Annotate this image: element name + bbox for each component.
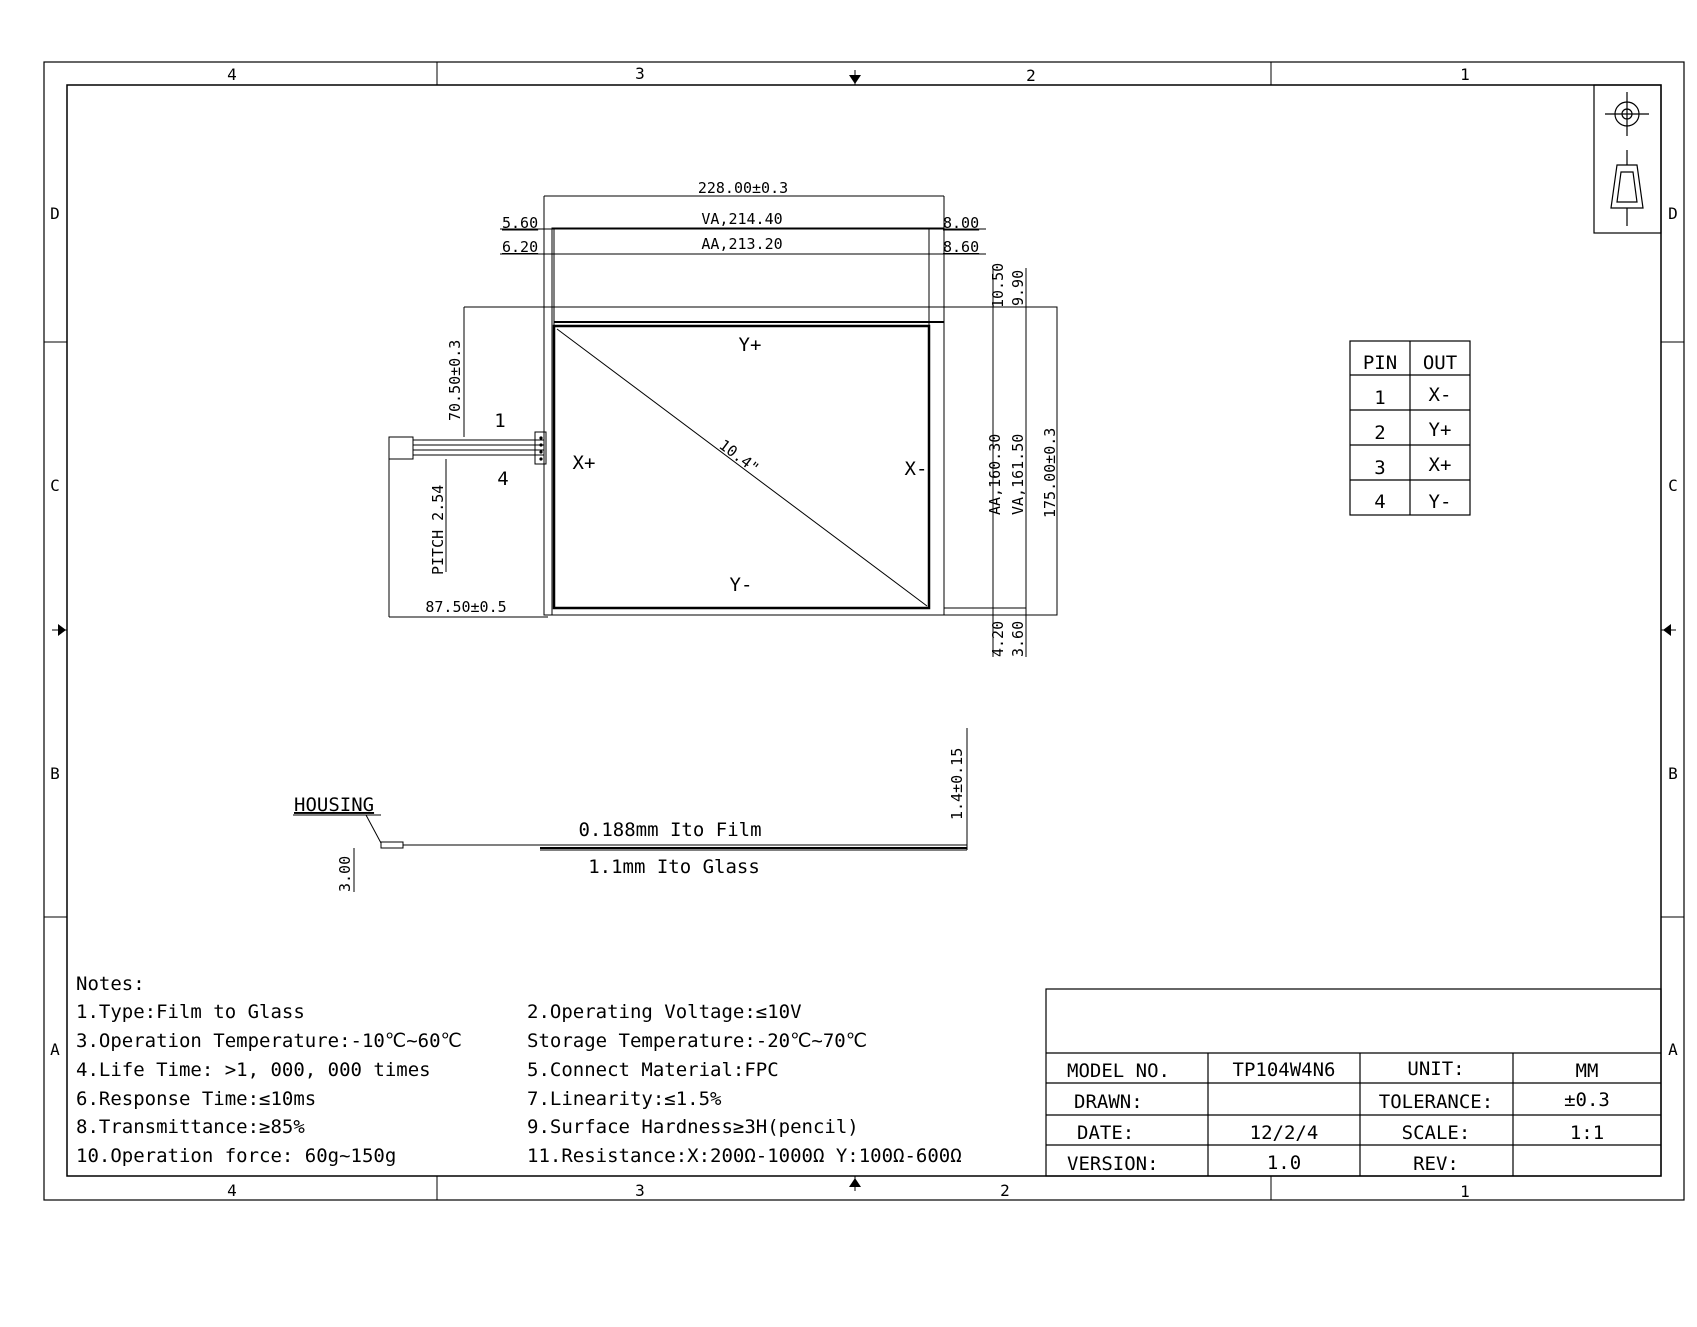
glass-label: 1.1mm Ito Glass: [588, 856, 760, 878]
electrode-y-plus: Y+: [739, 334, 762, 356]
dim-right-va-offset: 8.00: [943, 214, 979, 232]
drawing-frame: [43, 61, 1685, 1201]
pin-first-label: 1: [494, 410, 505, 432]
dim-tail-offset: 70.50±0.3: [446, 340, 464, 421]
note-item: 6.Response Time:≤10ms: [76, 1088, 316, 1110]
zone-row-left-1: D: [50, 204, 60, 223]
dim-thickness: 1.4±0.15: [948, 748, 966, 820]
pin-table-cell: 4: [1374, 491, 1385, 513]
title-block-label-model: MODEL NO.: [1067, 1060, 1170, 1082]
notes-title: Notes:: [76, 973, 145, 995]
dim-tail-height: 3.00: [336, 856, 354, 892]
zone-labels: 4 3 2 1 4 3 2 1 D C B A D C B A: [50, 64, 1678, 1201]
electrode-x-minus: X-: [905, 458, 928, 480]
projection-symbol-icon: [1593, 84, 1662, 234]
zone-col-top-4: 1: [1460, 65, 1470, 84]
note-item: 2.Operating Voltage:≤10V: [527, 1001, 802, 1023]
zone-col-bottom-4: 1: [1460, 1182, 1470, 1201]
note-item: 8.Transmittance:≥85%: [76, 1116, 305, 1138]
note-item: 7.Linearity:≤1.5%: [527, 1088, 722, 1110]
title-block-value-scale: 1:1: [1570, 1122, 1604, 1144]
pin-table-cell: X+: [1429, 454, 1452, 476]
pin-table-cell: 1: [1374, 387, 1385, 409]
title-block-value-unit: MM: [1576, 1060, 1599, 1082]
title-block-value-version: 1.0: [1267, 1152, 1301, 1174]
housing-label: HOUSING: [294, 794, 374, 816]
title-block-label-date: DATE:: [1077, 1122, 1134, 1144]
dim-left-aa-offset: 6.20: [502, 238, 538, 256]
pin-table-cell: X-: [1429, 384, 1452, 406]
dim-pitch: PITCH 2.54: [429, 485, 447, 575]
zone-row-right-1: D: [1668, 204, 1678, 223]
title-block-value-date: 12/2/4: [1250, 1122, 1319, 1144]
pin-table: PIN OUT 1 X- 2 Y+ 3 X+ 4 Y-: [1349, 340, 1471, 516]
dim-right-aa-offset: 8.60: [943, 238, 979, 256]
zone-row-right-3: B: [1668, 764, 1678, 783]
dim-left-va-offset: 5.60: [502, 214, 538, 232]
dim-aa-width: AA,213.20: [701, 235, 782, 253]
note-item: 4.Life Time: >1, 000, 000 times: [76, 1059, 431, 1081]
title-block-label-drawn: DRAWN:: [1074, 1091, 1143, 1113]
zone-row-left-3: B: [50, 764, 60, 783]
note-item: 9.Surface Hardness≥3H(pencil): [527, 1116, 859, 1138]
zone-row-left-2: C: [50, 476, 60, 495]
zone-row-right-4: A: [1668, 1040, 1678, 1059]
zone-col-bottom-3: 2: [1000, 1181, 1010, 1200]
title-block-label-rev: REV:: [1413, 1153, 1459, 1175]
zone-col-top-2: 3: [635, 64, 645, 83]
note-item: 5.Connect Material:FPC: [527, 1059, 779, 1081]
zone-col-top-1: 4: [227, 65, 237, 84]
title-block-label-scale: SCALE:: [1402, 1122, 1471, 1144]
title-block-value-tolerance: ±0.3: [1564, 1089, 1610, 1111]
side-view: HOUSING 0.188mm Ito Film 1.1mm Ito Glass…: [293, 728, 968, 892]
pin-table-cell: Y+: [1429, 419, 1452, 441]
pin-table-cell: 3: [1374, 457, 1385, 479]
note-item: 10.Operation force: 60g~150g: [76, 1145, 396, 1167]
zone-row-right-2: C: [1668, 476, 1678, 495]
dim-aa-height: AA,160.30: [986, 434, 1004, 515]
electrode-x-plus: X+: [573, 452, 596, 474]
title-block: MODEL NO. TP104W4N6 UNIT: MM DRAWN: TOLE…: [1045, 988, 1662, 1177]
pin-table-header-pin: PIN: [1363, 352, 1397, 374]
zone-col-bottom-1: 4: [227, 1181, 237, 1200]
diagonal-label: 10.4": [716, 436, 763, 478]
dim-va-height: VA,161.50: [1009, 434, 1027, 515]
dim-overall-height: 175.00±0.3: [1041, 428, 1059, 518]
pin-table-cell: 2: [1374, 422, 1385, 444]
zone-col-top-3: 2: [1026, 66, 1036, 85]
pin-table-header-out: OUT: [1423, 352, 1457, 374]
note-item: 11.Resistance:X:200Ω-1000Ω Y:100Ω-600Ω: [527, 1145, 962, 1167]
title-block-label-version: VERSION:: [1067, 1153, 1159, 1175]
dim-tail-length: 87.50±0.5: [425, 598, 506, 616]
note-item: 1.Type:Film to Glass: [76, 1001, 305, 1023]
notes-block: Notes: 1.Type:Film to Glass 3.Operation …: [76, 973, 962, 1167]
zone-col-bottom-2: 3: [635, 1181, 645, 1200]
note-item: Storage Temperature:-20℃~70℃: [527, 1030, 867, 1052]
dim-overall-width: 228.00±0.3: [698, 179, 788, 197]
zone-row-left-4: A: [50, 1040, 60, 1059]
title-block-value-model: TP104W4N6: [1233, 1059, 1336, 1081]
centre-arrows: [58, 75, 1671, 1187]
title-block-label-tolerance: TOLERANCE:: [1379, 1091, 1493, 1113]
dim-bottom-va-offset: 3.60: [1009, 621, 1027, 657]
film-label: 0.188mm Ito Film: [578, 819, 761, 841]
dim-top-va-offset: 9.90: [1009, 270, 1027, 306]
dim-bottom-aa-offset: 4.20: [989, 621, 1007, 657]
electrode-y-minus: Y-: [730, 574, 753, 596]
dim-top-aa-offset: 10.50: [989, 263, 1007, 308]
pin-table-cell: Y-: [1429, 491, 1452, 513]
dim-va-width: VA,214.40: [701, 210, 782, 228]
note-item: 3.Operation Temperature:-10℃~60℃: [76, 1030, 462, 1052]
front-view: 228.00±0.3 VA,214.40 AA,213.20 5.60 6.20…: [388, 179, 1059, 657]
pin-last-label: 4: [497, 468, 508, 490]
title-block-label-unit: UNIT:: [1407, 1058, 1464, 1080]
